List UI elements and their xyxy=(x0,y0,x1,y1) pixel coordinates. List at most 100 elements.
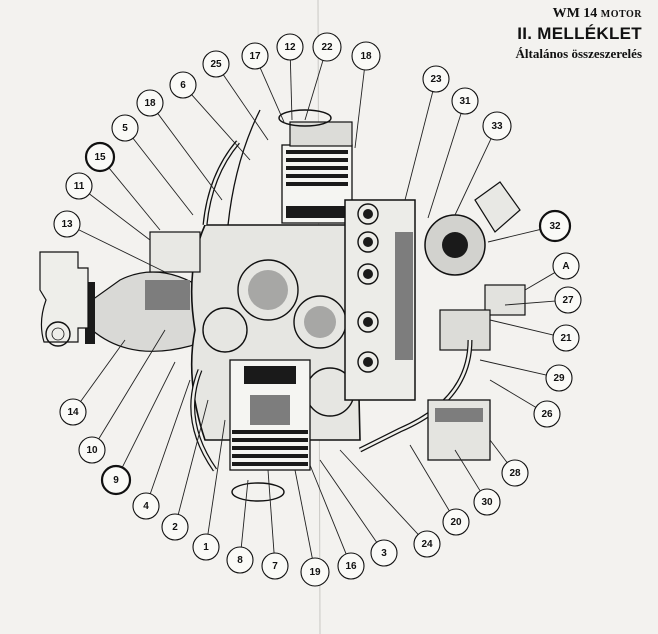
callout-circle xyxy=(554,286,582,314)
callout-leader-line xyxy=(427,113,462,219)
callout-leader-line xyxy=(309,464,347,555)
plate-subtitle: Általános összeszerelés xyxy=(515,46,642,61)
callout-leader-line xyxy=(479,359,547,376)
callout-circle xyxy=(192,533,220,561)
callout-leader-line xyxy=(454,138,492,216)
callout-circle xyxy=(533,400,561,428)
callout-number: 29 xyxy=(553,373,565,384)
callout-13: 13 xyxy=(53,210,81,238)
callout-9: 9 xyxy=(100,464,132,496)
callout-circle xyxy=(261,552,289,580)
callout-circle xyxy=(161,513,189,541)
callout-number: 27 xyxy=(562,295,574,306)
callout-leader-line xyxy=(259,67,285,123)
callout-a: A xyxy=(552,252,580,280)
callout-leader-line xyxy=(294,469,313,559)
engine-code-label: WM 14 xyxy=(552,6,598,21)
callout-number: 25 xyxy=(210,59,222,70)
callout-5: 5 xyxy=(111,114,139,142)
callout-18: 18 xyxy=(351,41,381,71)
callout-27: 27 xyxy=(554,286,582,314)
callout-number: 9 xyxy=(113,475,119,486)
callout-circle xyxy=(442,508,470,536)
callout-leader-line xyxy=(89,193,151,241)
callout-number: 31 xyxy=(459,96,471,107)
callout-33: 33 xyxy=(482,111,512,141)
valve-row xyxy=(357,203,379,373)
callout-number: 23 xyxy=(430,74,442,85)
callout-4: 4 xyxy=(132,492,160,520)
callout-circle xyxy=(501,459,529,487)
callout-circle xyxy=(111,114,139,142)
leader-lines xyxy=(78,59,556,559)
callout-number: 18 xyxy=(360,51,372,62)
callout-leader-line xyxy=(409,444,450,512)
callout-number: 3 xyxy=(381,548,387,559)
callout-32: 32 xyxy=(538,209,572,243)
callout-number: 33 xyxy=(491,121,503,132)
callout-circle xyxy=(65,172,93,200)
callout-circle xyxy=(78,436,106,464)
callout-18: 18 xyxy=(136,89,164,117)
callout-number: 5 xyxy=(122,123,128,134)
callout-leader-line xyxy=(222,74,269,141)
callout-8: 8 xyxy=(226,546,254,574)
callout-leader-line xyxy=(489,439,508,463)
callout-number: 16 xyxy=(345,561,357,572)
callout-circle xyxy=(226,546,254,574)
callout-number: 7 xyxy=(272,561,278,572)
callout-leader-line xyxy=(240,479,249,548)
callout-circle xyxy=(312,32,342,62)
adapter-bore xyxy=(45,321,71,347)
callout-circle xyxy=(473,488,501,516)
callout-number: 17 xyxy=(249,51,261,62)
callout-circle xyxy=(59,398,87,426)
callout-17: 17 xyxy=(241,42,269,70)
callout-leader-line xyxy=(149,379,191,494)
callout-28: 28 xyxy=(501,459,529,487)
callout-10: 10 xyxy=(78,436,106,464)
callout-circle xyxy=(538,209,572,243)
callout-number: 10 xyxy=(86,445,98,456)
callout-12: 12 xyxy=(276,33,304,61)
callout-circle xyxy=(169,71,197,99)
callout-leader-line xyxy=(504,300,556,306)
callout-leader-line xyxy=(404,91,434,201)
callout-number: 6 xyxy=(180,80,186,91)
callout-2: 2 xyxy=(161,513,189,541)
callout-circle xyxy=(53,210,81,238)
callout-circle xyxy=(482,111,512,141)
callout-leader-line xyxy=(339,449,419,535)
top-cylinder-fins xyxy=(286,150,348,218)
callout-circle xyxy=(84,141,116,173)
callout-number: 8 xyxy=(237,555,243,566)
callout-leader-line xyxy=(157,113,223,201)
callout-leader-line xyxy=(289,59,293,121)
callout-circle xyxy=(276,33,304,61)
callout-29: 29 xyxy=(545,364,573,392)
engine-code-suffix: MOTOR xyxy=(600,9,642,20)
callout-leader-line xyxy=(319,459,378,543)
callout-leader-line xyxy=(98,329,166,440)
callout-circle xyxy=(413,530,441,558)
callout-24: 24 xyxy=(413,530,441,558)
callout-circle xyxy=(136,89,164,117)
callout-circle xyxy=(351,41,381,71)
callout-21: 21 xyxy=(552,324,580,352)
callout-22: 22 xyxy=(312,32,342,62)
bottom-cylinder-fins xyxy=(232,366,308,466)
callout-number: 14 xyxy=(67,407,79,418)
callout-leader-line xyxy=(487,229,541,243)
callout-circle xyxy=(422,65,450,93)
callout-circle xyxy=(241,42,269,70)
callout-number: 18 xyxy=(144,98,156,109)
callout-number: 21 xyxy=(560,333,572,344)
callout-number: 22 xyxy=(321,42,333,53)
callout-number: 20 xyxy=(450,517,462,528)
callout-number: 12 xyxy=(284,42,296,53)
callout-circle xyxy=(451,87,479,115)
engine-code: WM 14 MOTOR xyxy=(553,6,642,22)
callout-7: 7 xyxy=(261,552,289,580)
